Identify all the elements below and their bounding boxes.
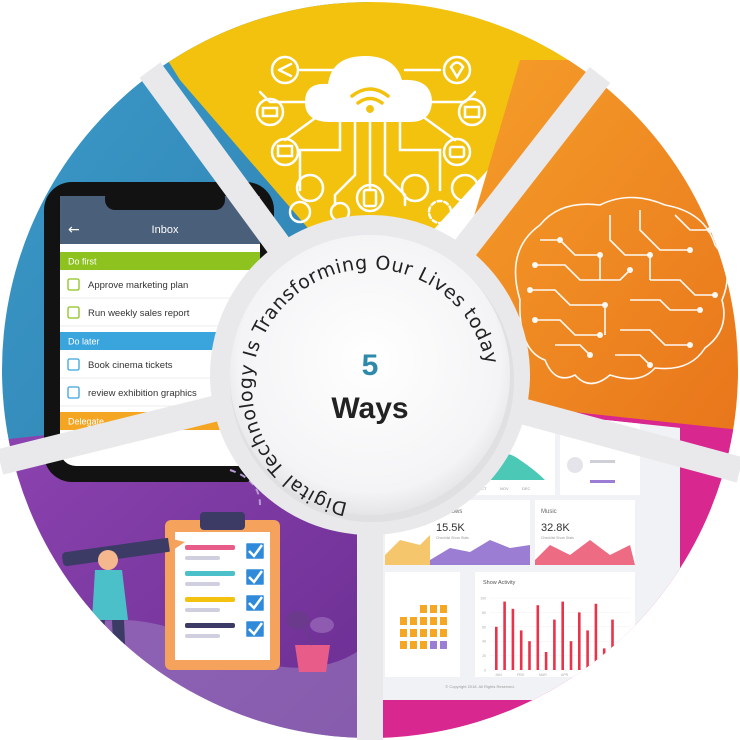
x-tick-label: MAR (539, 673, 547, 677)
task-checkbox[interactable] (67, 386, 80, 399)
music-title: Music (541, 509, 557, 515)
activity-bar (561, 601, 564, 670)
calendar-cell (430, 617, 437, 625)
y-tick-label: 60 (482, 625, 486, 629)
x-tick-label: JAN (495, 673, 502, 677)
cloud-network-illustration (255, 55, 487, 225)
activity-bar (619, 644, 623, 670)
music-subtitle: Checklist Show Stats (541, 536, 574, 540)
calendar-cell (440, 617, 447, 625)
activity-bar (611, 619, 614, 670)
activity-bar (594, 603, 598, 670)
dashboard-footer: © Copyright 2018. All Rights Reserved. (445, 684, 514, 689)
section-label: Do first (68, 257, 97, 267)
task-item[interactable]: Run weekly sales report (88, 308, 190, 319)
calendar-cell (430, 605, 437, 613)
calendar-cell (420, 605, 427, 613)
activity-bar (495, 626, 498, 670)
music-card: Music 32.8K Checklist Show Stats (535, 500, 635, 565)
calendar-cell (430, 641, 437, 649)
location-pin-icon (442, 55, 472, 85)
calendar-cell (420, 641, 427, 649)
center-hub: Digital Technology Is Transforming Our L… (210, 215, 530, 535)
activity-bar (586, 630, 589, 670)
calendar-cell (440, 641, 447, 649)
section-label: Do later (68, 337, 100, 347)
activity-bar (544, 652, 548, 670)
monitor-icon (270, 137, 300, 167)
check-rows (185, 545, 235, 638)
calendar-cell (440, 629, 447, 637)
tv-shows-card: Tv Shows 15.5K Checklist Show Stats (430, 500, 530, 565)
activity-bar (602, 648, 606, 670)
task-item[interactable]: Book cinema tickets (88, 360, 173, 371)
task-checkbox[interactable] (67, 306, 80, 319)
calendar-cell (430, 629, 437, 637)
x-tick-label: MAY (583, 673, 591, 677)
router-icon (255, 97, 285, 127)
x-tick-label: JUN (605, 673, 612, 677)
droplet-icon (288, 200, 312, 224)
section-label: Delegate (68, 417, 104, 427)
gear-icon (427, 199, 453, 225)
activity-bar (528, 641, 531, 670)
activity-bar (578, 612, 581, 670)
hub-word: Ways (331, 392, 408, 425)
yellow-segment (130, 2, 600, 300)
checkbox-icons (243, 540, 267, 640)
camera-icon (450, 173, 480, 203)
globe-icon (295, 173, 325, 203)
calendar-card (385, 572, 460, 677)
task-item[interactable]: Approve marketing plan (88, 280, 188, 291)
activity-bar (511, 608, 515, 670)
tv-shows-subtitle: Checklist Show Stats (436, 536, 469, 540)
tablet-icon (355, 183, 385, 213)
y-tick-label: 80 (482, 611, 486, 615)
lightbulb-icon (400, 173, 430, 203)
back-arrow-icon[interactable]: ← (68, 222, 80, 238)
calendar-cell (420, 617, 427, 625)
task-checkbox[interactable] (67, 358, 80, 371)
plant-pot (286, 611, 334, 672)
chat-icon (442, 137, 472, 167)
calendar-cell (410, 629, 417, 637)
calendar-cell (400, 641, 407, 649)
tv-shows-value: 15.5K (436, 522, 465, 534)
task-checkbox[interactable] (67, 278, 80, 291)
calendar-cell (440, 605, 447, 613)
section-header (60, 332, 260, 350)
activity-bar (553, 619, 556, 670)
x-tick-label: APR (561, 673, 569, 677)
y-tick-label: 40 (482, 640, 486, 644)
task-item[interactable]: review exhibition graphics (88, 388, 197, 399)
share-icon (270, 55, 300, 85)
calendar-cell (400, 617, 407, 625)
axis-tick-label: DEC (522, 486, 531, 491)
activity-bar (519, 630, 523, 670)
wifi-icon (350, 87, 390, 113)
calendar-cell (410, 617, 417, 625)
activity-bar (569, 641, 573, 670)
y-tick-label: 100 (480, 597, 486, 601)
show-activity-title: Show Activity (483, 580, 516, 586)
activity-bar (503, 601, 506, 670)
y-tick-label: 20 (482, 654, 486, 658)
inbox-title: Inbox (152, 224, 179, 236)
mail-icon (457, 97, 487, 127)
axis-tick-label: NOV (500, 486, 509, 491)
y-tick-label: 0 (484, 669, 486, 673)
phone-notch (105, 188, 225, 210)
calendar-cell (410, 641, 417, 649)
circuit-brain-illustration (514, 196, 728, 385)
x-tick-label: FEB (517, 673, 524, 677)
calendar-cell (420, 629, 427, 637)
section-header (60, 252, 260, 270)
hub-number: 5 (362, 349, 379, 382)
calendar-cell (400, 629, 407, 637)
music-value: 32.8K (541, 522, 570, 534)
activity-bar (536, 605, 540, 670)
